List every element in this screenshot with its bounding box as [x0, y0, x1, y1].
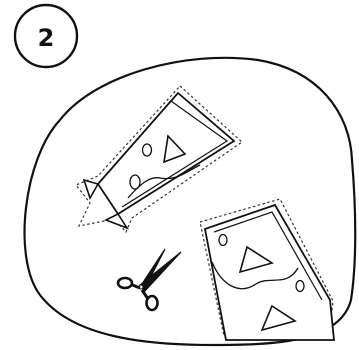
scissors-icon [118, 249, 181, 310]
fish-cutout [76, 86, 242, 232]
step-number: 2 [38, 24, 55, 52]
fish-tail-top [84, 180, 98, 198]
fish-tail-bottom [106, 214, 127, 228]
scissors-ring [147, 296, 158, 310]
paper-strip-cutout [200, 199, 334, 340]
scissors-ring [118, 278, 132, 288]
step-badge: 2 [15, 5, 77, 67]
